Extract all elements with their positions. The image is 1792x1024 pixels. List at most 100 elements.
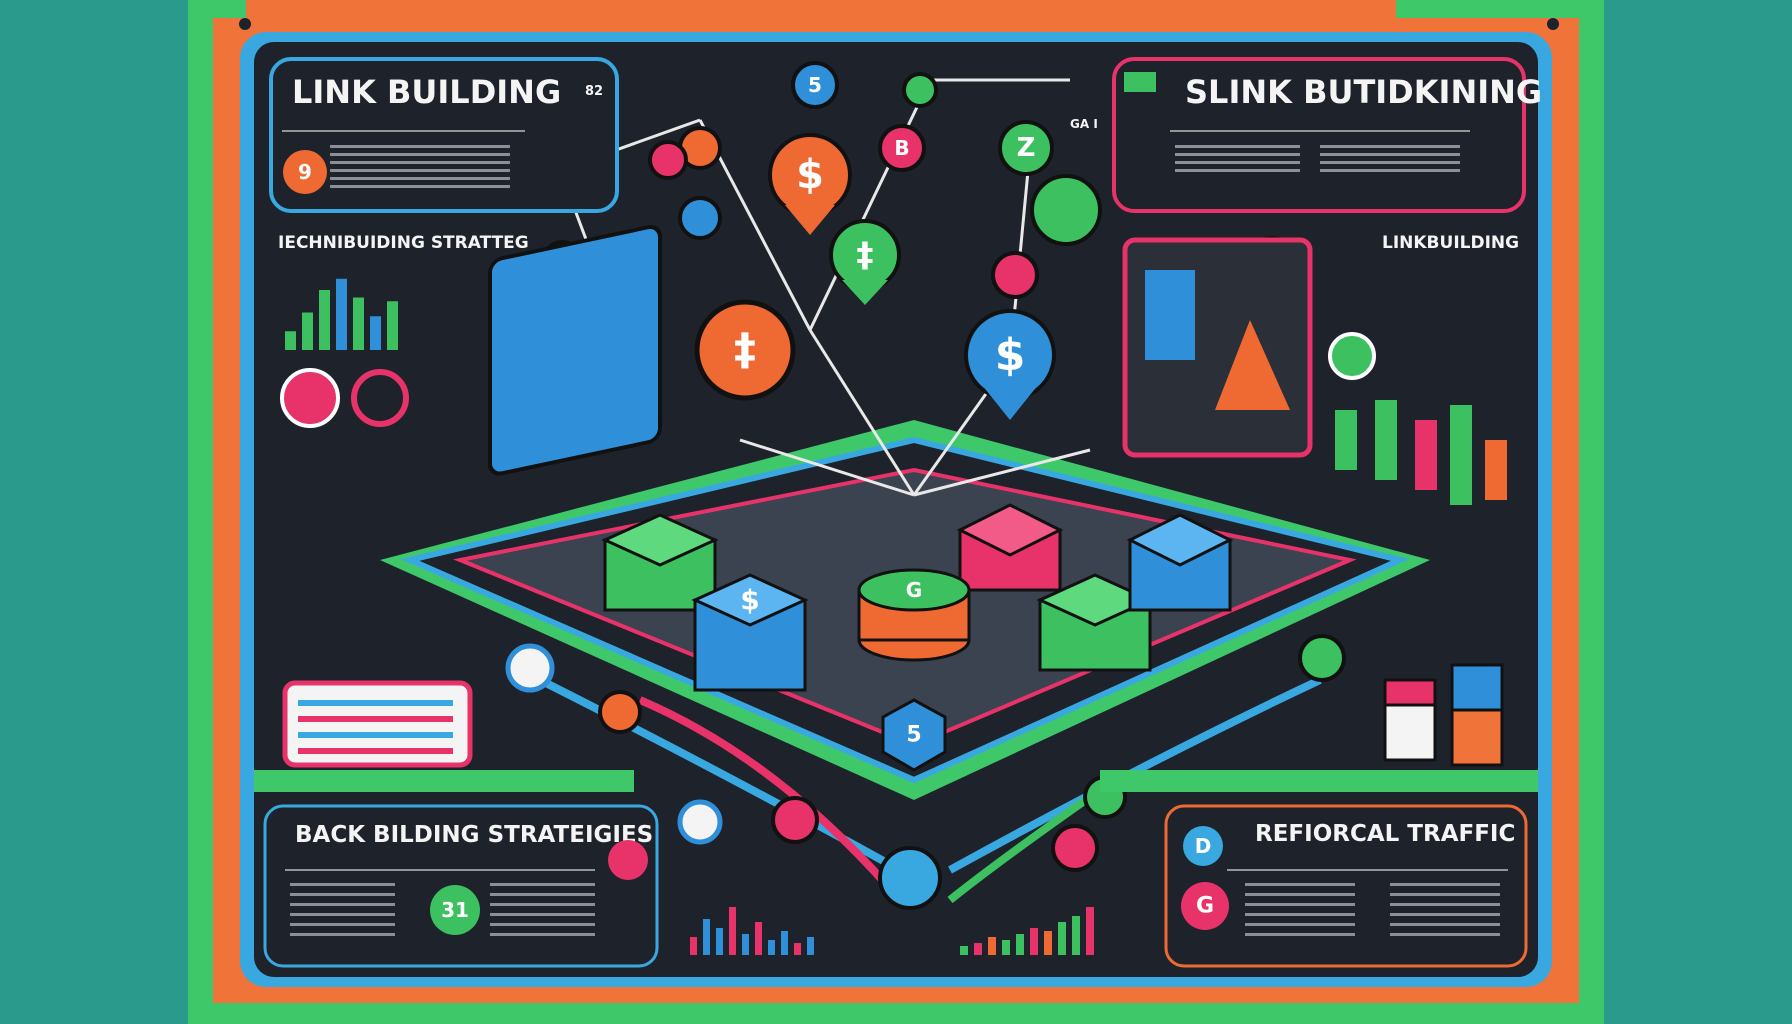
node-green-large[interactable] — [1030, 174, 1102, 246]
pin-orange[interactable]: $ — [766, 50, 856, 235]
node-z[interactable]: Z — [998, 120, 1054, 176]
link-node[interactable] — [771, 796, 819, 844]
node-blue[interactable] — [678, 196, 722, 240]
panel-badge — [1183, 826, 1223, 866]
node-pink[interactable] — [648, 140, 688, 180]
panel-title: BACK BILDING STRATEIGIES — [295, 822, 653, 848]
left-mini-bar-chart — [285, 278, 398, 350]
node-b[interactable]: B — [878, 124, 926, 172]
panel-tag: 82 — [585, 84, 603, 99]
chart-bar — [302, 312, 313, 350]
pin-blue[interactable]: $ — [964, 309, 1056, 420]
chart-bar — [336, 278, 347, 350]
pin-green[interactable]: ‡ — [829, 219, 901, 305]
chart-bar — [794, 943, 801, 955]
chart-bar — [1002, 940, 1010, 955]
chart-bar — [755, 922, 762, 955]
badge-icon — [1328, 332, 1376, 380]
panel-bottom-left: BACK BILDING STRATEIGIES 31 — [263, 804, 659, 968]
chart-bar — [742, 934, 749, 955]
chart-bar — [1016, 934, 1024, 955]
panel-badge — [430, 885, 480, 935]
chart-bar — [729, 907, 736, 955]
chart-bar — [1030, 928, 1038, 955]
link-node[interactable] — [598, 690, 642, 734]
panel-badge-glyph: G — [1196, 894, 1214, 919]
pin-glyph: $ — [995, 330, 1026, 381]
hex-center-glyph: G — [906, 578, 922, 602]
link-node[interactable] — [505, 643, 555, 693]
node-green[interactable] — [902, 72, 938, 108]
coin-glyph: ‡ — [734, 325, 756, 376]
hex-left-glyph: $ — [740, 584, 759, 617]
text-lines — [330, 145, 510, 188]
panel-badge-glyph: 9 — [298, 160, 312, 184]
chart-bar — [716, 928, 723, 955]
chart-bar — [768, 940, 775, 955]
right-section-label: LINKBUILDING — [1382, 233, 1519, 253]
bottom-left-mini-chart — [690, 907, 814, 955]
monitor-right — [1122, 237, 1313, 458]
center-coin-stack: G — [857, 568, 971, 662]
text-lines — [1245, 883, 1500, 936]
stack-blue-right — [1126, 513, 1234, 612]
stack-green — [601, 513, 719, 612]
hex-blue-bottom: 5 — [881, 698, 947, 772]
link-node[interactable] — [1298, 634, 1346, 682]
bottom-right-mini-chart — [960, 907, 1094, 955]
text-lines — [290, 883, 595, 936]
panel-badge-glyph: 31 — [441, 898, 469, 922]
chart-bar — [988, 937, 996, 955]
panel-top-left: LINK BUILDING 82 9 — [269, 57, 619, 213]
pin-glyph: $ — [796, 152, 824, 198]
chart-bar — [370, 316, 381, 350]
panel-badge-glyph: D — [1195, 834, 1212, 858]
pin-glyph: ‡ — [857, 235, 874, 275]
chart-bar — [285, 331, 296, 350]
node-glyph: B — [894, 136, 909, 160]
chart-bar — [807, 937, 814, 955]
right-decor-bars — [1335, 400, 1507, 505]
node-pink-right[interactable] — [991, 251, 1039, 299]
panel-title: LINK BUILDING — [292, 73, 561, 111]
green-strip — [254, 770, 634, 792]
green-strip — [1100, 770, 1538, 792]
link-node[interactable] — [1051, 824, 1099, 872]
link-node-bottom[interactable] — [878, 846, 942, 910]
node-glyph: 5 — [808, 73, 822, 97]
coin-orange-big[interactable]: ‡ — [694, 299, 796, 401]
chart-bar — [1044, 931, 1052, 955]
chart-bar — [1072, 916, 1080, 955]
stack-pink — [956, 503, 1064, 592]
screw-icon — [239, 18, 251, 30]
panel-top-right: SLINK BUTIDKINING GA I — [1070, 57, 1542, 213]
chart-bar — [690, 937, 697, 955]
link-node[interactable] — [677, 799, 723, 845]
node-5[interactable]: 5 — [791, 61, 839, 109]
target-icon — [351, 369, 409, 427]
panel-bottom-right: REFIORCAL TRAFFIC D G — [1164, 804, 1528, 968]
panel-title: SLINK BUTIDKINING — [1185, 73, 1542, 111]
panel-badge — [283, 150, 327, 194]
panel-title: REFIORCAL TRAFFIC — [1255, 821, 1515, 847]
panel-tag: GA I — [1070, 117, 1098, 131]
stack-green-right — [1036, 573, 1154, 672]
cube-stack-blue — [1450, 663, 1504, 767]
monitor-left — [488, 224, 662, 476]
hex-blue-glyph: 5 — [906, 723, 921, 748]
form-card — [282, 680, 473, 768]
chart-bar — [703, 919, 710, 955]
chart-bar — [1058, 922, 1066, 955]
chart-bar — [960, 946, 968, 955]
screw-icon — [1547, 18, 1559, 30]
top-orange-bar — [246, 0, 1396, 24]
chart-bar — [319, 290, 330, 350]
chart-bar — [781, 931, 788, 955]
chart-bar — [387, 301, 398, 350]
chart-bar — [1086, 907, 1094, 955]
chart-bar — [974, 943, 982, 955]
pie-icon — [280, 368, 340, 428]
node-glyph: Z — [1017, 133, 1036, 163]
cube-stack-red — [1383, 678, 1437, 762]
